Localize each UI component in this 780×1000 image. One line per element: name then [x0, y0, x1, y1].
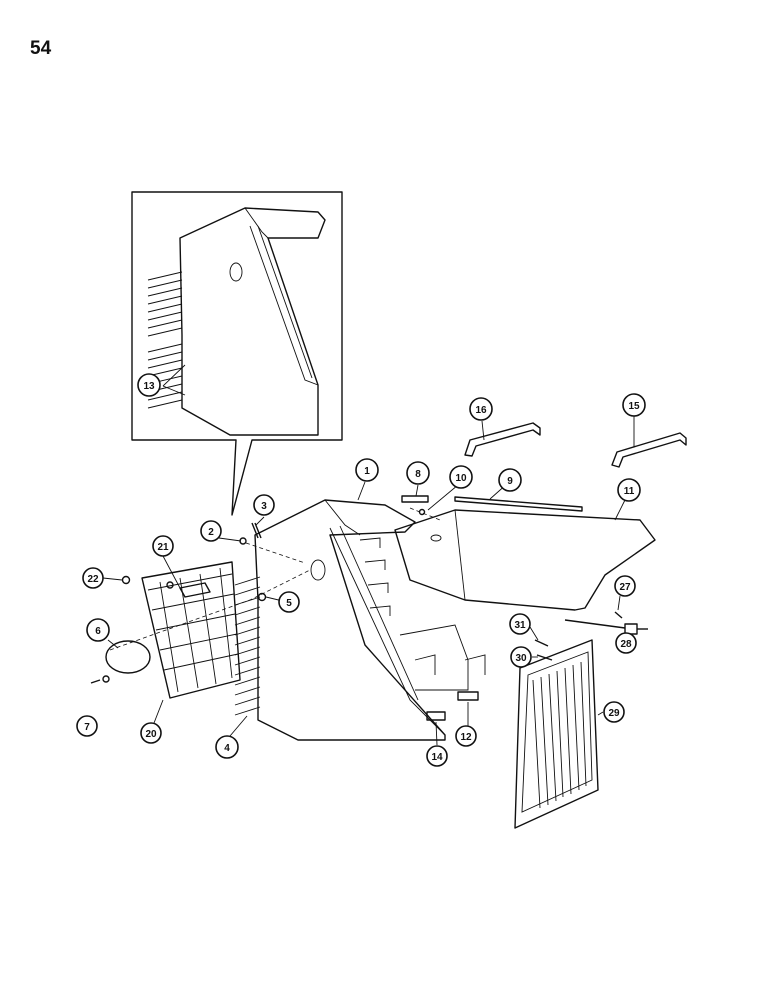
callout-15: 15: [622, 393, 646, 417]
screen-bolt: [166, 581, 174, 589]
svg-text:21: 21: [157, 542, 169, 553]
callout-4: 4: [215, 735, 239, 759]
svg-text:8: 8: [415, 469, 421, 480]
callout-21: 21: [152, 535, 174, 557]
callout-16: 16: [469, 397, 493, 421]
svg-text:1: 1: [364, 466, 370, 477]
svg-text:20: 20: [145, 729, 157, 740]
grille-bars: [234, 576, 261, 716]
callout-9: 9: [498, 468, 522, 492]
svg-text:2: 2: [208, 527, 214, 538]
screen-bracket: [179, 582, 211, 598]
callout-11: 11: [617, 478, 641, 502]
callout-28: 28: [615, 632, 637, 654]
svg-text:11: 11: [624, 486, 635, 497]
svg-text:10: 10: [455, 473, 467, 484]
bolt-5: [257, 592, 267, 602]
inset-shroud-outline: [179, 207, 326, 436]
svg-text:5: 5: [286, 598, 292, 609]
handle-16: [464, 422, 541, 457]
callout-30: 30: [510, 646, 532, 668]
callout-31: 31: [509, 613, 531, 635]
svg-text:9: 9: [507, 476, 513, 487]
leader-lines: [102, 364, 635, 746]
inset-grille-bars: [147, 271, 183, 409]
callout-8: 8: [406, 461, 430, 485]
hood-panel: [394, 509, 656, 611]
svg-text:6: 6: [95, 626, 101, 637]
bolt-30: [536, 654, 553, 661]
svg-text:30: 30: [515, 653, 527, 664]
pin-27: [614, 611, 623, 619]
assembly-line-plate: [409, 507, 441, 521]
callout-14: 14: [426, 745, 448, 767]
assembly-line-emblem: [109, 569, 311, 651]
callout-6: 6: [86, 618, 110, 642]
inset-hole: [229, 262, 243, 282]
svg-text:4: 4: [224, 743, 230, 754]
svg-text:7: 7: [84, 722, 90, 733]
svg-text:27: 27: [619, 582, 631, 593]
assembly-line-bolt: [245, 542, 306, 564]
callout-13: 13: [137, 373, 161, 397]
svg-text:22: 22: [87, 574, 99, 585]
callout-10: 10: [449, 465, 473, 489]
plate-14: [426, 711, 446, 721]
svg-text:3: 3: [261, 501, 267, 512]
svg-text:13: 13: [143, 381, 155, 392]
hood-strip: [454, 496, 583, 512]
handle-15: [611, 432, 687, 468]
emblem: [105, 640, 151, 674]
svg-text:16: 16: [475, 405, 487, 416]
svg-text:12: 12: [460, 732, 472, 743]
plate-part: [401, 495, 429, 503]
callout-1: 1: [355, 458, 379, 482]
radiator: [514, 639, 599, 829]
svg-text:31: 31: [514, 620, 526, 631]
detail-inset: [131, 191, 343, 516]
callout-7: 7: [76, 715, 98, 737]
svg-text:28: 28: [620, 639, 632, 650]
callout-29: 29: [603, 701, 625, 723]
svg-text:29: 29: [608, 708, 620, 719]
svg-text:15: 15: [628, 401, 640, 412]
page-number: 54: [30, 38, 52, 59]
bolt-31: [534, 639, 549, 647]
callout-2: 2: [200, 520, 222, 542]
callout-3: 3: [253, 494, 275, 516]
svg-text:14: 14: [431, 752, 443, 763]
callout-22: 22: [82, 567, 104, 589]
clip-3: [251, 522, 262, 539]
callout-12: 12: [455, 725, 477, 747]
plate-12: [457, 691, 479, 701]
bolt-7: [90, 679, 101, 684]
nut-22: [121, 575, 131, 585]
callout-5: 5: [278, 591, 300, 613]
grille-screen: [141, 561, 241, 699]
callout-20: 20: [140, 722, 162, 744]
rod-28: [564, 619, 626, 629]
callout-27: 27: [614, 575, 636, 597]
bolt-7-washer: [102, 675, 110, 683]
front-shroud: [254, 499, 486, 741]
